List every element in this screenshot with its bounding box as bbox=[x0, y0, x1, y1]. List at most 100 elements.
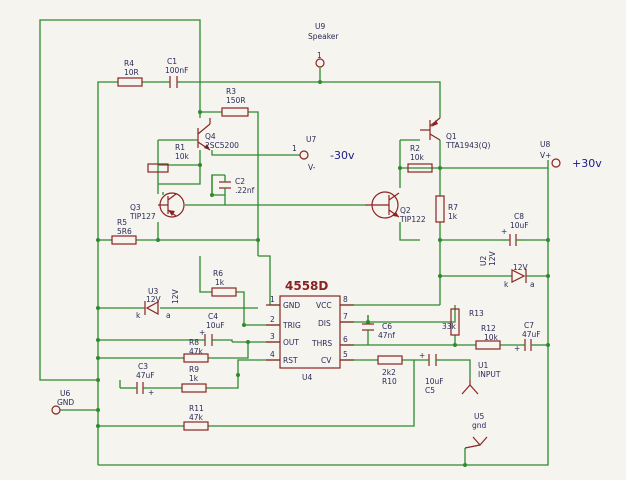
ic-pin7-label: DIS bbox=[318, 319, 331, 328]
transistor-q1[interactable]: Q1 TTA1943(Q) bbox=[420, 117, 490, 150]
resistor-r4[interactable]: R4 10R bbox=[117, 59, 143, 87]
ic-pin2-num: 2 bbox=[270, 315, 275, 324]
u8-value: +30v bbox=[572, 157, 602, 170]
c3-value: 47uF bbox=[136, 371, 155, 380]
c4-value: 10uF bbox=[206, 321, 225, 330]
resistor-r1[interactable]: R1 10k bbox=[147, 143, 190, 173]
u2-ref: U2 bbox=[479, 256, 488, 266]
u3-ref: U3 bbox=[148, 287, 158, 296]
resistor-r2[interactable]: R2 10k bbox=[407, 144, 433, 173]
c7-value: 47uF bbox=[522, 330, 541, 339]
r10-ref: R10 bbox=[382, 377, 397, 386]
capacitor-c6[interactable]: C6 47nf bbox=[362, 315, 395, 340]
ground-u6[interactable]: U6 GND bbox=[51, 389, 74, 415]
transistor-q4[interactable]: Q4 2SC5200 bbox=[197, 118, 239, 151]
supply-u7[interactable]: 1 U7 -30v V- bbox=[292, 135, 355, 172]
ic-pin8-num: 8 bbox=[343, 295, 348, 304]
connector-u1[interactable]: U1 INPUT bbox=[461, 361, 501, 395]
r4-value: 10R bbox=[124, 68, 139, 77]
capacitor-c2[interactable]: C2 .22nf bbox=[219, 177, 255, 195]
u7-pinnum: 1 bbox=[292, 144, 297, 153]
resistor-r9[interactable]: R9 1k bbox=[181, 365, 207, 393]
u3-value-rot: 12V bbox=[171, 288, 180, 304]
r4-ref: R4 bbox=[124, 59, 134, 68]
r8-value: 47k bbox=[189, 347, 204, 356]
u8-pin-label: V+ bbox=[540, 151, 551, 160]
c8-value: 10uF bbox=[510, 221, 529, 230]
u2-k-mark: k bbox=[504, 280, 509, 289]
resistor-r7[interactable]: R7 1k bbox=[435, 195, 458, 223]
zener-u3[interactable]: U3 12V 12V k a bbox=[136, 287, 180, 320]
capacitor-c4[interactable]: + C4 10uF bbox=[199, 312, 225, 346]
ic-pin1-num: 1 bbox=[270, 295, 275, 304]
ic-pin5-num: 5 bbox=[343, 350, 348, 359]
ic-u4[interactable]: 4558D 1 GND 2 TRIG 3 OUT 4 RST 8 VCC 7 D… bbox=[266, 279, 354, 382]
r12-ref: R12 bbox=[481, 324, 496, 333]
capacitor-c8[interactable]: + C8 10uF bbox=[500, 212, 529, 246]
r6-value: 1k bbox=[215, 278, 225, 287]
connector-u5[interactable]: U5 gnd bbox=[464, 412, 488, 449]
resistor-r13[interactable]: R13 33k bbox=[442, 308, 484, 336]
c7-ref: C7 bbox=[524, 321, 534, 330]
ic-pin1-label: GND bbox=[283, 301, 300, 310]
u7-ref: U7 bbox=[306, 135, 316, 144]
zener-u2[interactable]: 12V U2 12V k a bbox=[479, 250, 535, 289]
resistor-r3[interactable]: R3 150R bbox=[221, 87, 249, 117]
q1-value: TTA1943(Q) bbox=[445, 141, 490, 150]
transistor-q3[interactable]: Q3 TIP127 bbox=[129, 192, 185, 221]
r1-ref: R1 bbox=[175, 143, 185, 152]
q4-ref: Q4 bbox=[205, 132, 216, 141]
c1-value: 100nF bbox=[165, 66, 188, 75]
r9-value: 1k bbox=[189, 374, 199, 383]
capacitor-c7[interactable]: + C7 47uF bbox=[514, 321, 541, 353]
ic-pin6-num: 6 bbox=[343, 335, 348, 344]
u6-ref: U6 bbox=[60, 389, 70, 398]
speaker-u9[interactable]: U9 Speaker 1 bbox=[308, 22, 339, 68]
resistor-r11[interactable]: R11 47k bbox=[183, 404, 209, 431]
c4-plus: + bbox=[199, 328, 205, 337]
ic-pin4-num: 4 bbox=[270, 350, 275, 359]
u2-value-rot: 12V bbox=[488, 250, 497, 266]
r12-value: 10k bbox=[484, 333, 499, 342]
ic-pin5-label: CV bbox=[321, 356, 332, 365]
u1-value: INPUT bbox=[478, 370, 501, 379]
resistor-r8[interactable]: R8 47k bbox=[183, 338, 209, 363]
u5-ref: U5 bbox=[474, 412, 484, 421]
supply-u8[interactable]: U8 V+ +30v bbox=[540, 140, 602, 170]
c5-plus: + bbox=[419, 351, 425, 360]
capacitor-c1[interactable]: C1 100nF bbox=[165, 57, 188, 88]
u2-value: 12V bbox=[513, 263, 529, 272]
r6-ref: R6 bbox=[213, 269, 223, 278]
c2-ref: C2 bbox=[235, 177, 245, 186]
r13-ref: R13 bbox=[469, 309, 484, 318]
capacitor-c3[interactable]: + C3 47uF bbox=[134, 362, 155, 397]
u3-a-mark: a bbox=[166, 311, 171, 320]
q3-value: TIP127 bbox=[129, 212, 156, 221]
ic-name: 4558D bbox=[285, 279, 328, 293]
u6-value: GND bbox=[57, 398, 74, 407]
r2-ref: R2 bbox=[410, 144, 420, 153]
r3-value: 150R bbox=[226, 96, 246, 105]
resistor-r10[interactable]: 2k2 R10 bbox=[377, 355, 403, 386]
transistor-q2[interactable]: Q2 TIP122 bbox=[365, 191, 426, 224]
resistor-r12[interactable]: R12 10k bbox=[475, 324, 501, 350]
u9-value: Speaker bbox=[308, 32, 339, 41]
u9-pin-mark: 1 bbox=[317, 51, 322, 60]
capacitor-c5[interactable]: + 10uF C5 bbox=[419, 351, 444, 395]
resistor-r5[interactable]: R5 5R6 bbox=[111, 218, 137, 245]
u1-ref: U1 bbox=[478, 361, 488, 370]
r11-value: 47k bbox=[189, 413, 204, 422]
r11-ref: R11 bbox=[189, 404, 204, 413]
c8-ref: C8 bbox=[514, 212, 524, 221]
ic-pin6-label: THRS bbox=[311, 339, 332, 348]
r13-value: 33k bbox=[442, 322, 457, 331]
c1-ref: C1 bbox=[167, 57, 177, 66]
r1-value: 10k bbox=[175, 152, 190, 161]
c5-ref: C5 bbox=[425, 386, 435, 395]
ic-pin7-num: 7 bbox=[343, 312, 348, 321]
junctions bbox=[96, 80, 550, 467]
resistor-r6[interactable]: R6 1k bbox=[211, 269, 237, 297]
u8-ref: U8 bbox=[540, 140, 550, 149]
ic-pin4-label: RST bbox=[283, 356, 298, 365]
